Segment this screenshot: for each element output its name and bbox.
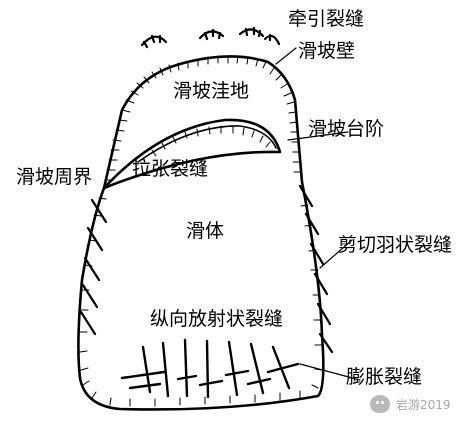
landslide-perimeter — [77, 55, 325, 411]
traction-crack-arcs — [140, 26, 281, 49]
label-slide-depression: 滑坡洼地 — [173, 80, 250, 102]
label-slide-body: 滑体 — [186, 220, 225, 242]
wechat-icon — [370, 395, 390, 413]
shear-feather-cracks — [79, 184, 334, 354]
slide-terrace — [102, 118, 282, 190]
leader-lines — [275, 47, 361, 381]
label-traction-cracks: 牵引裂缝 — [288, 8, 365, 30]
label-radial-cracks: 纵向放射状裂缝 — [150, 308, 284, 330]
label-shear-feather-cracks: 剪切羽状裂缝 — [338, 234, 453, 256]
watermark-text: 岩游2019 — [396, 397, 451, 412]
radial-cracks — [141, 338, 291, 399]
label-slide-wall: 滑坡壁 — [298, 40, 356, 62]
slide-wall-hachures — [79, 55, 323, 407]
label-slide-perimeter: 滑坡周界 — [16, 166, 93, 188]
watermark: 岩游2019 — [370, 395, 451, 413]
label-slide-terrace: 滑坡台阶 — [308, 118, 385, 140]
label-tension-cracks: 拉张裂缝 — [132, 158, 209, 180]
bulge-cracks — [120, 362, 300, 390]
label-bulge-cracks: 膨胀裂缝 — [346, 366, 423, 388]
